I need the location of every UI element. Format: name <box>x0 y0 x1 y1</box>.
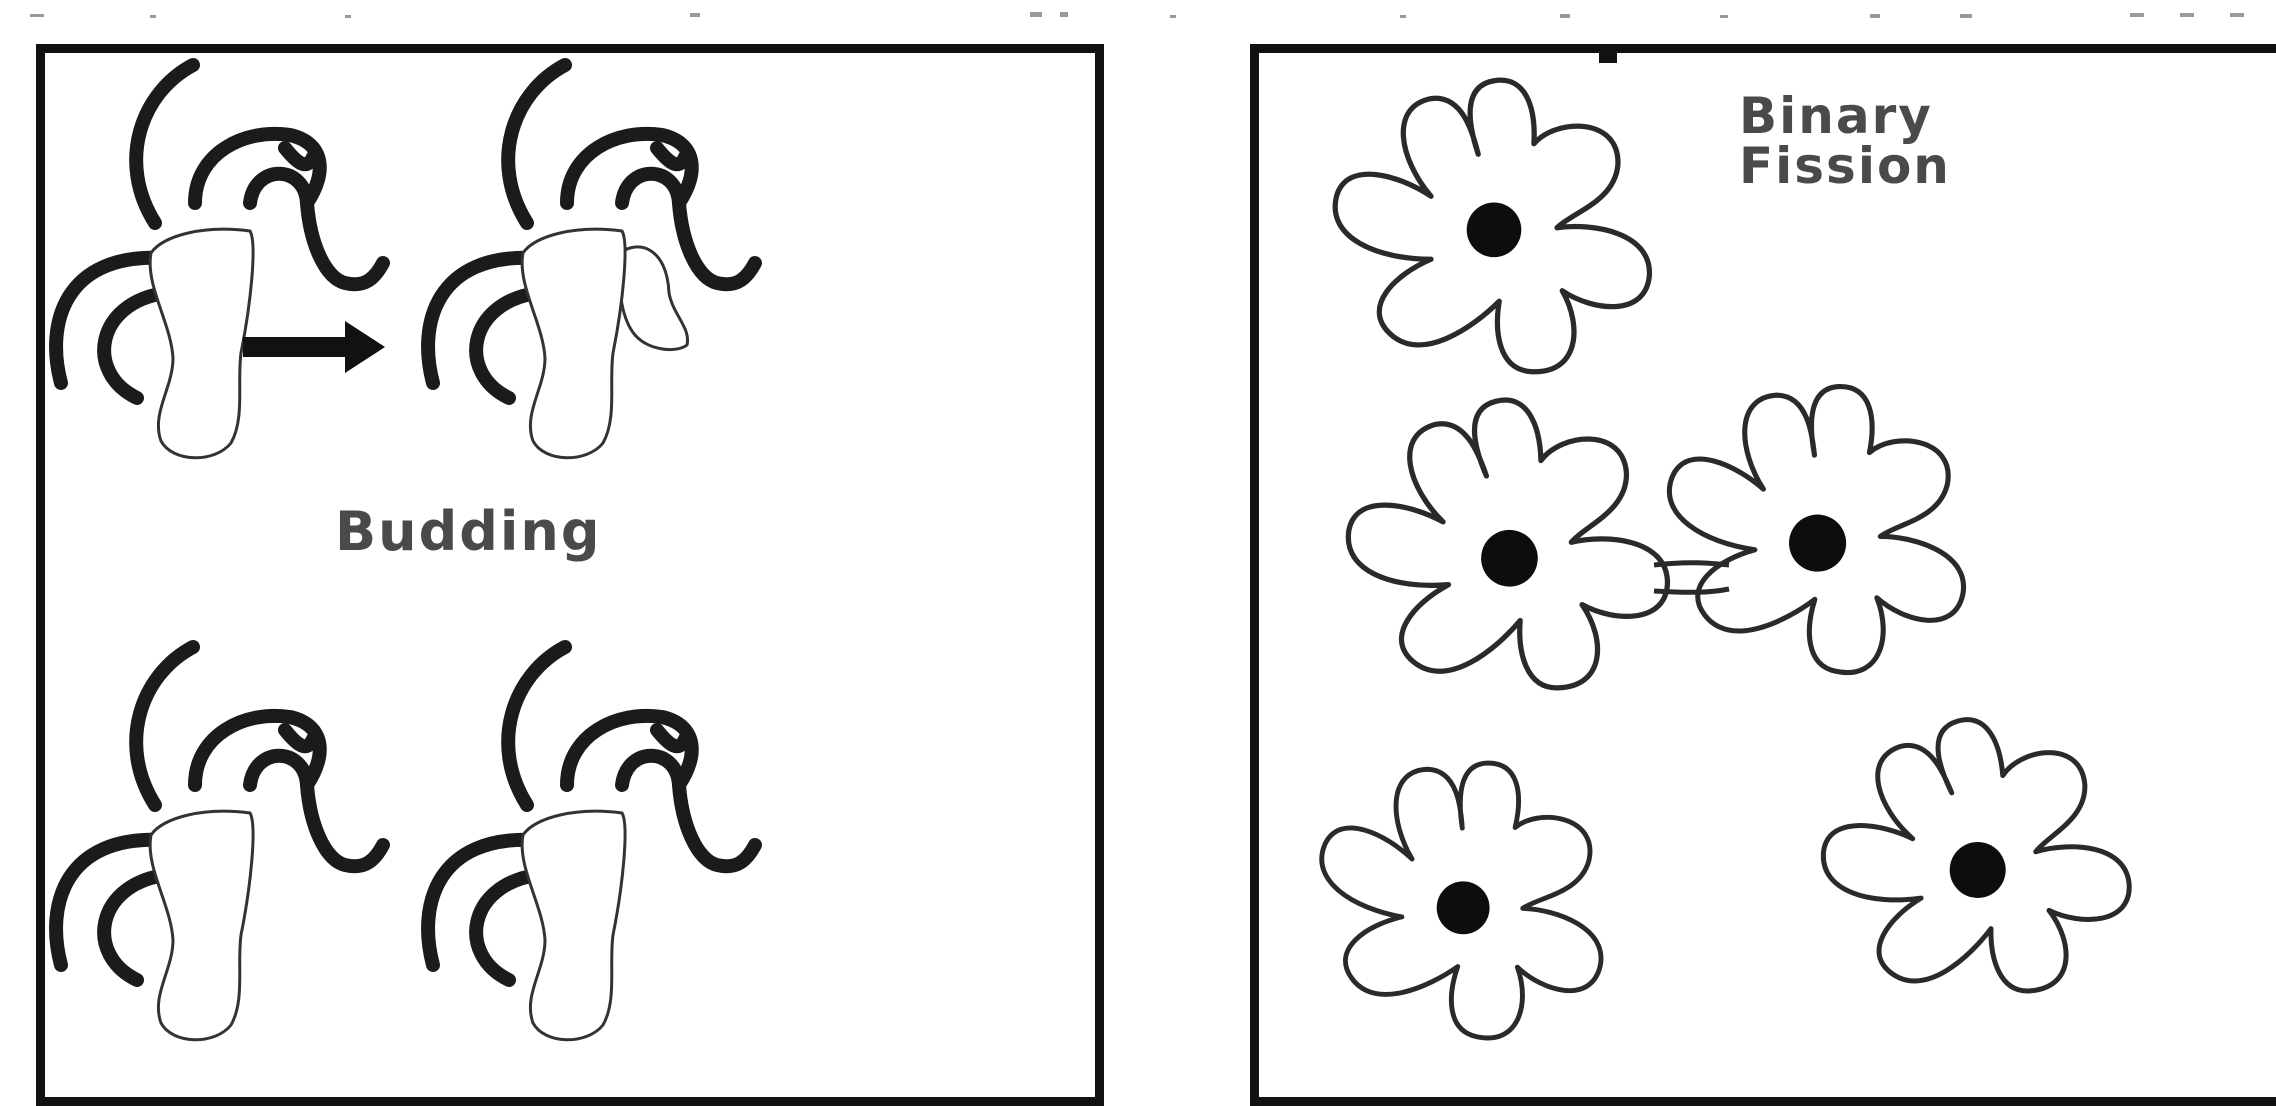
bud <box>619 247 687 350</box>
binary-fission-panel: Binary Fission <box>1250 44 2276 1106</box>
scan-mark <box>1599 53 1617 63</box>
budding-illustration <box>45 53 1095 1106</box>
amoeba-cell-3 <box>1296 737 1632 1056</box>
binary-fission-label-line-2: Fission <box>1739 141 2039 191</box>
amoeba-cell-4 <box>1807 700 2142 1017</box>
binary-fission-label: Binary Fission <box>1739 91 2039 191</box>
dividing-amoeba-right <box>1647 365 1989 688</box>
nucleus <box>1467 203 1522 258</box>
binary-fission-label-line-1: Binary <box>1739 91 2039 141</box>
amoeba-cell-1 <box>1335 80 1649 372</box>
budding-label: Budding <box>335 505 602 559</box>
binary-fission-illustration <box>1259 53 2276 1106</box>
hydra-stage-4 <box>428 647 755 1040</box>
hydra-stage-3 <box>56 647 383 1040</box>
scan-edge-marks <box>0 0 2276 30</box>
hydra-stage-2 <box>428 65 755 458</box>
dividing-amoeba-left <box>1337 387 1676 705</box>
right-arrow-icon <box>243 321 385 373</box>
hydra-stage-1 <box>56 65 383 458</box>
budding-panel: Budding <box>36 44 1104 1106</box>
